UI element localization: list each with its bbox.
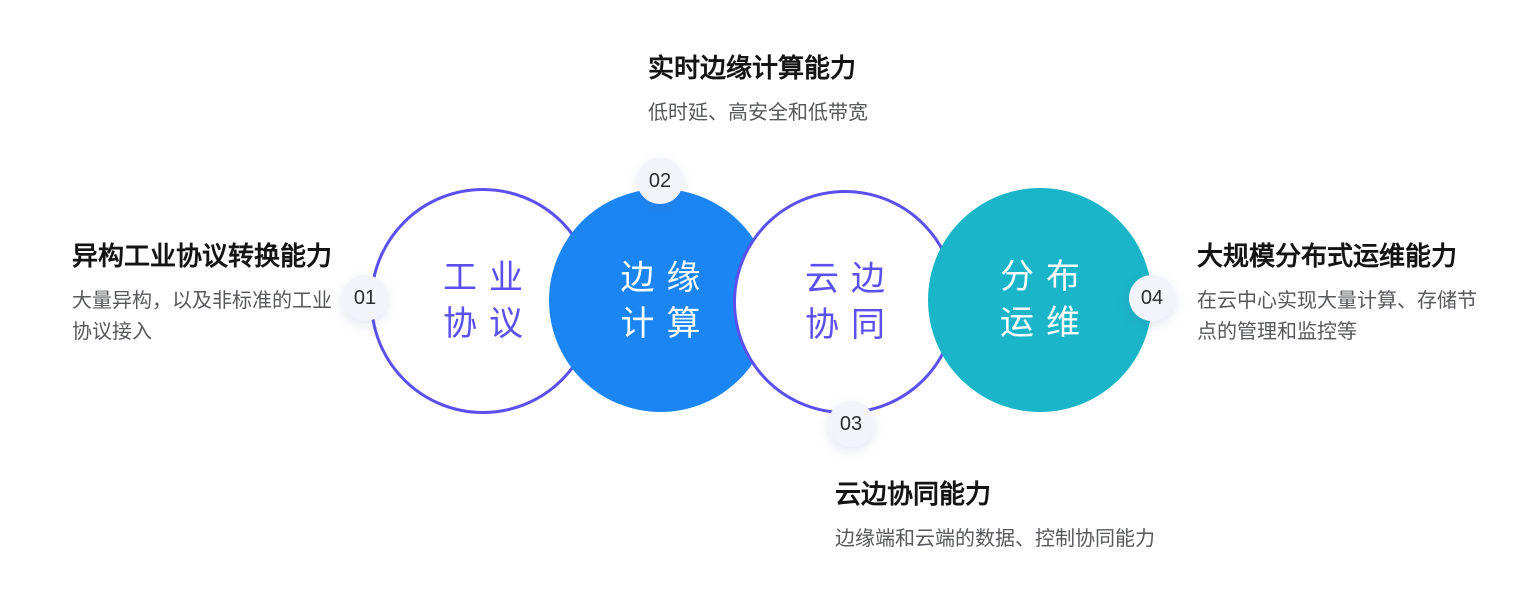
circle-distributed-ops-line2: 运维 bbox=[1000, 304, 1092, 342]
circle-cloud-edge-collab-line1: 云边 bbox=[805, 260, 897, 298]
label-title-protocol-conversion: 异构工业协议转换能力 bbox=[72, 241, 333, 271]
label-desc-cloud-edge-collab: 边缘端和云端的数据、控制协同能力 bbox=[835, 528, 1155, 550]
circle-cloud-edge-collab-text: 云边 协同 bbox=[793, 256, 897, 348]
step-badge-04: 04 bbox=[1129, 275, 1175, 321]
circle-industrial-protocol-line2: 协议 bbox=[443, 305, 535, 343]
label-desc-protocol-conversion: 大量异构，以及非标准的工业协议接入 bbox=[72, 290, 332, 343]
circle-industrial-protocol-text: 工业 协议 bbox=[431, 255, 535, 347]
circle-edge-computing-line1: 边缘 bbox=[620, 258, 713, 297]
circle-edge-computing-text: 边缘 计算 bbox=[609, 255, 713, 347]
circle-distributed-ops-line1: 分布 bbox=[1000, 258, 1092, 296]
label-block-realtime-edge: 实时边缘计算能力 低时延、高安全和低带宽 bbox=[648, 50, 868, 129]
label-block-distributed-ops: 大规模分布式运维能力 在云中心实现大量计算、存储节点的管理和监控等 bbox=[1197, 238, 1479, 348]
step-badge-03: 03 bbox=[828, 401, 874, 447]
circle-distributed-ops: 分布 运维 bbox=[928, 188, 1152, 412]
label-desc-realtime-edge: 低时延、高安全和低带宽 bbox=[648, 102, 868, 124]
step-badge-02: 02 bbox=[637, 158, 683, 204]
label-block-cloud-edge-collab: 云边协同能力 边缘端和云端的数据、控制协同能力 bbox=[835, 476, 1155, 555]
circle-edge-computing-line2: 计算 bbox=[620, 304, 713, 343]
circle-industrial-protocol-line1: 工业 bbox=[443, 259, 535, 297]
label-block-protocol-conversion: 异构工业协议转换能力 大量异构，以及非标准的工业协议接入 bbox=[72, 238, 350, 348]
circle-cloud-edge-collab: 云边 协同 bbox=[733, 190, 957, 414]
label-title-realtime-edge: 实时边缘计算能力 bbox=[648, 53, 857, 83]
label-title-cloud-edge-collab: 云边协同能力 bbox=[835, 479, 992, 509]
step-badge-01: 01 bbox=[342, 275, 388, 321]
label-desc-distributed-ops: 在云中心实现大量计算、存储节点的管理和监控等 bbox=[1197, 290, 1477, 343]
circle-cloud-edge-collab-line2: 协同 bbox=[805, 306, 897, 344]
circle-distributed-ops-text: 分布 运维 bbox=[988, 254, 1092, 346]
label-title-distributed-ops: 大规模分布式运维能力 bbox=[1197, 241, 1458, 271]
